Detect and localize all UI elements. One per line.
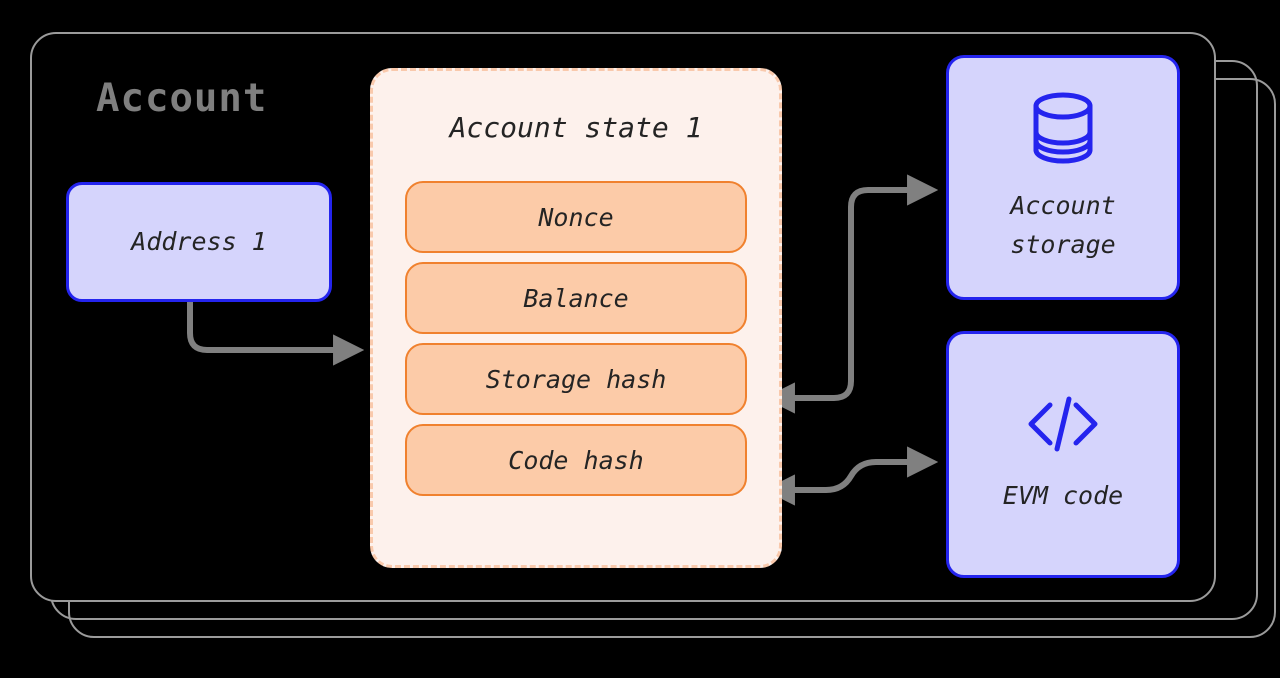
account-title: Account <box>96 76 268 121</box>
field-label: Nonce <box>538 202 614 232</box>
account-state-field-list: Nonce Balance Storage hash Code hash <box>405 181 747 496</box>
field-label: Code hash <box>508 445 644 475</box>
account-state-field-storage-hash[interactable]: Storage hash <box>405 343 747 415</box>
account-state-field-balance[interactable]: Balance <box>405 262 747 334</box>
database-icon <box>1033 92 1093 164</box>
field-label: Storage hash <box>485 364 667 394</box>
evm-code-box[interactable]: EVM code <box>946 331 1180 578</box>
address-box[interactable]: Address 1 <box>66 182 332 302</box>
account-state-field-code-hash[interactable]: Code hash <box>405 424 747 496</box>
account-state-panel: Account state 1 Nonce Balance Storage ha… <box>370 68 782 568</box>
account-state-title: Account state 1 <box>449 111 703 144</box>
address-label: Address 1 <box>131 226 267 256</box>
account-storage-box[interactable]: Account storage <box>946 55 1180 300</box>
code-icon <box>1028 396 1098 452</box>
field-label: Balance <box>523 283 629 313</box>
account-state-field-nonce[interactable]: Nonce <box>405 181 747 253</box>
evm-code-label: EVM code <box>1002 481 1124 511</box>
account-storage-label: Account storage <box>1010 190 1116 259</box>
